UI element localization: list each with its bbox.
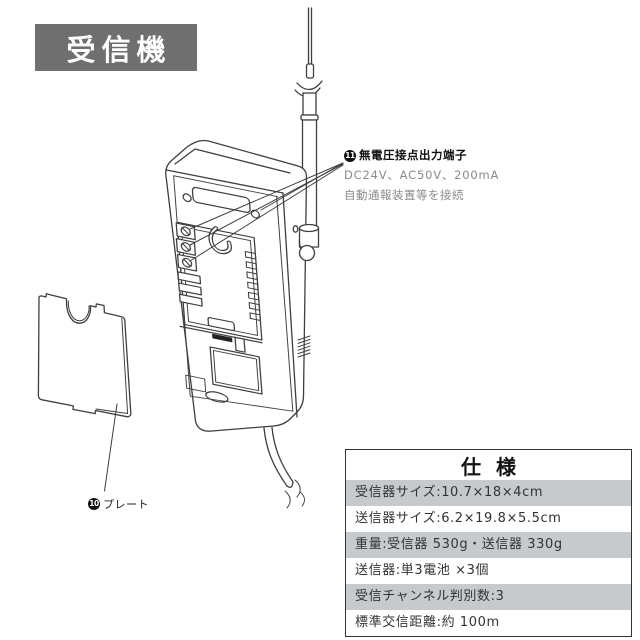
terminal-annotation: 11 無電圧接点出力端子 DC24V、AC50V、200mA 自動通報装置等を接…: [344, 150, 574, 201]
spec-table-title: 仕 様: [461, 454, 520, 479]
terminal-block: [175, 222, 198, 272]
plate-label-text: プレート: [103, 498, 149, 511]
spec-row: 送信器サイズ:6.2×19.8×5.5cm: [355, 511, 562, 526]
antenna-mount-drawing: [298, 223, 320, 262]
leader-lines: [189, 162, 344, 262]
receiver-body-drawing: [165, 139, 311, 432]
spec-row: 標準交信距離:約 100m: [355, 615, 500, 630]
annotation-title: 無電圧接点出力端子: [359, 148, 467, 163]
page-title-badge: 受信機: [35, 24, 197, 71]
spec-row: 受信器サイズ:10.7×18×4cm: [346, 480, 631, 506]
spec-row: 送信器:単3電池 ×3個: [355, 563, 490, 578]
annotation-title-line: 11 無電圧接点出力端子: [344, 150, 574, 162]
circled-number-11-icon: 11: [344, 150, 356, 162]
spec-table: 仕 様 受信器サイズ:10.7×18×4cm 送信器サイズ:6.2×19.8×5…: [345, 449, 632, 637]
annotation-note-line: 自動通報装置等を接続: [344, 187, 464, 202]
plate-label: 10 プレート: [88, 496, 149, 512]
power-cable-drawing: [263, 426, 305, 509]
annotation-spec-line: DC24V、AC50V、200mA: [344, 168, 500, 182]
spec-row: 重量:受信器 530g・送信器 330g: [346, 532, 631, 558]
antenna-drawing: [294, 7, 323, 227]
spec-row: 受信チャンネル判別数:3: [346, 584, 631, 610]
circled-number-10-icon: 10: [88, 498, 100, 510]
plate-drawing: [37, 293, 132, 492]
